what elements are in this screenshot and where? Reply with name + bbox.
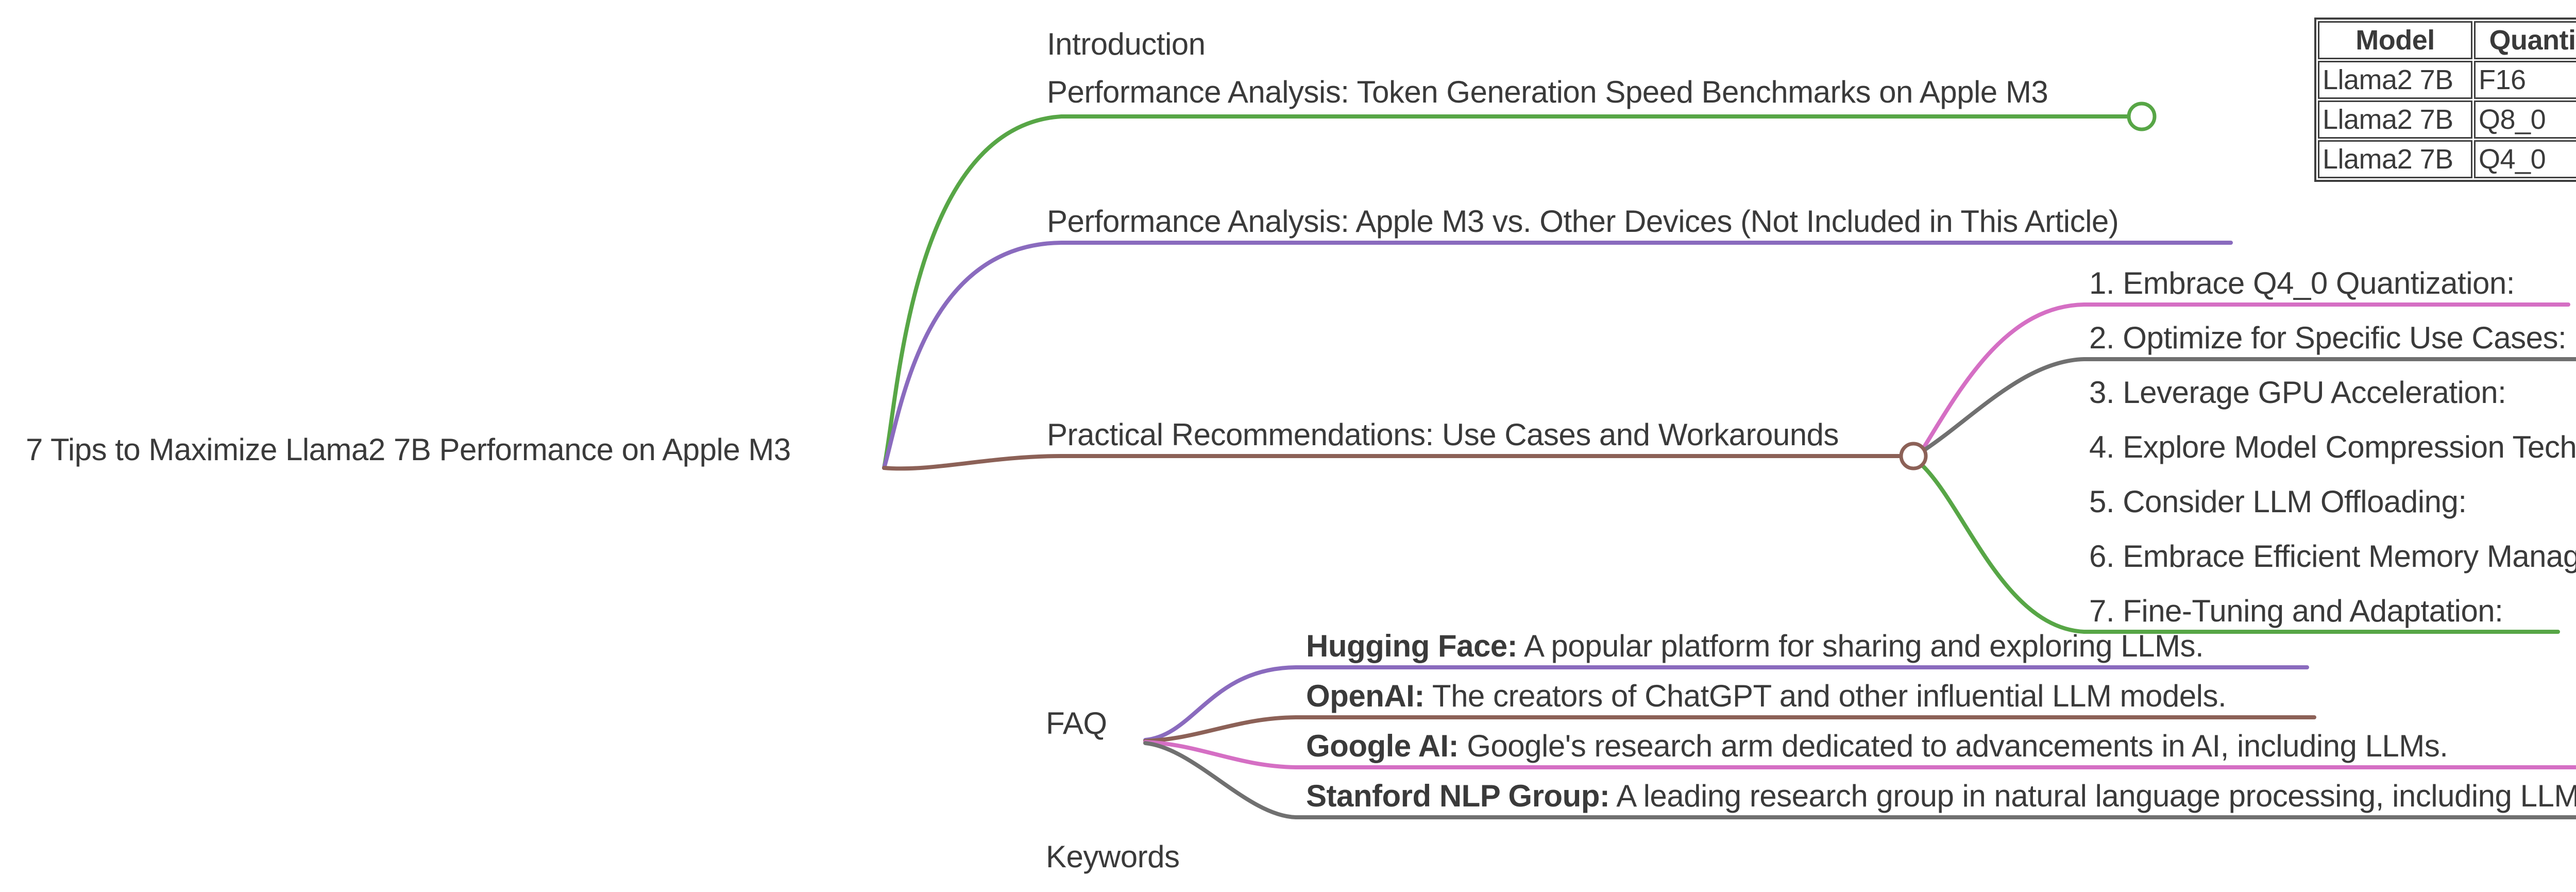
cell-quantization: Q8_0 xyxy=(2474,100,2576,139)
node-introduction[interactable]: Introduction xyxy=(1047,27,1206,62)
node-keywords[interactable]: Keywords xyxy=(1046,839,1180,874)
node-faq[interactable]: FAQ xyxy=(1046,706,1107,741)
practical-toggle-circle[interactable] xyxy=(1899,442,1928,470)
node-faq-openai[interactable]: OpenAI: The creators of ChatGPT and othe… xyxy=(1306,678,2227,714)
faq-stanford-desc: A leading research group in natural lang… xyxy=(1616,779,2576,814)
faq-googleai-desc: Google's research arm dedicated to advan… xyxy=(1459,729,2448,764)
node-practical[interactable]: Practical Recommendations: Use Cases and… xyxy=(1047,417,1839,452)
node-recommendation-6[interactable]: 6. Embrace Efficient Memory Management: xyxy=(2089,539,2576,574)
edge-faq-to-openai xyxy=(1143,715,2316,743)
faq-huggingface-desc: A popular platform for sharing and explo… xyxy=(1517,629,2204,664)
header-model: Model xyxy=(2318,21,2472,59)
header-quantization: Quantization xyxy=(2474,21,2576,59)
node-recommendation-5[interactable]: 5. Consider LLM Offloading: xyxy=(2089,484,2467,519)
cell-model: Llama2 7B xyxy=(2318,61,2472,99)
faq-huggingface-term: Hugging Face: xyxy=(1306,629,1518,664)
node-recommendation-2[interactable]: 2. Optimize for Specific Use Cases: xyxy=(2089,321,2567,356)
faq-stanford-term: Stanford NLP Group: xyxy=(1306,779,1610,814)
cell-quantization: F16 xyxy=(2474,61,2576,99)
edge-practical-to-item1 xyxy=(1922,302,2570,449)
cell-model: Llama2 7B xyxy=(2318,140,2472,178)
edge-root-to-perf-benchmarks xyxy=(882,114,2131,470)
root-node[interactable]: 7 Tips to Maximize Llama2 7B Performance… xyxy=(26,432,791,467)
table-header-row: Model Quantization Processing Speed (tok… xyxy=(2318,21,2576,59)
faq-openai-desc: The creators of ChatGPT and other influe… xyxy=(1424,679,2227,714)
node-recommendation-1[interactable]: 1. Embrace Q4_0 Quantization: xyxy=(2089,266,2515,301)
perf-benchmarks-toggle-circle[interactable] xyxy=(2127,102,2157,131)
edge-root-to-perf-other-devices xyxy=(882,241,2233,470)
edge-practical-to-item2 xyxy=(1923,357,2576,451)
node-faq-huggingface[interactable]: Hugging Face: A popular platform for sha… xyxy=(1306,628,2204,664)
edge-faq-to-googleai xyxy=(1143,740,2576,769)
node-recommendation-3[interactable]: 3. Leverage GPU Acceleration: xyxy=(2089,375,2506,410)
edge-root-to-practical xyxy=(882,454,1903,471)
cell-model: Llama2 7B xyxy=(2318,100,2472,139)
edge-practical-to-item7 xyxy=(1920,463,2560,634)
node-perf-benchmarks[interactable]: Performance Analysis: Token Generation S… xyxy=(1047,75,2048,110)
benchmark-table: Model Quantization Processing Speed (tok… xyxy=(2314,18,2576,182)
cell-quantization: Q4_0 xyxy=(2474,140,2576,178)
node-faq-googleai[interactable]: Google AI: Google's research arm dedicat… xyxy=(1306,728,2448,764)
node-faq-stanford[interactable]: Stanford NLP Group: A leading research g… xyxy=(1306,778,2576,814)
edge-faq-to-stanford xyxy=(1143,741,2576,819)
table-row: Llama2 7B Q8_0 187.52 12.27 xyxy=(2318,100,2576,139)
faq-openai-term: OpenAI: xyxy=(1306,679,1425,714)
table-row: Llama2 7B Q4_0 186.75 21.34 xyxy=(2318,140,2576,178)
node-recommendation-4[interactable]: 4. Explore Model Compression Techniques: xyxy=(2089,430,2576,465)
faq-googleai-term: Google AI: xyxy=(1306,729,1459,764)
node-perf-other-devices[interactable]: Performance Analysis: Apple M3 vs. Other… xyxy=(1047,204,2119,239)
table-row: Llama2 7B F16 N/A N/A xyxy=(2318,61,2576,99)
edge-faq-to-huggingface xyxy=(1143,665,2309,742)
node-recommendation-7[interactable]: 7. Fine-Tuning and Adaptation: xyxy=(2089,594,2503,629)
